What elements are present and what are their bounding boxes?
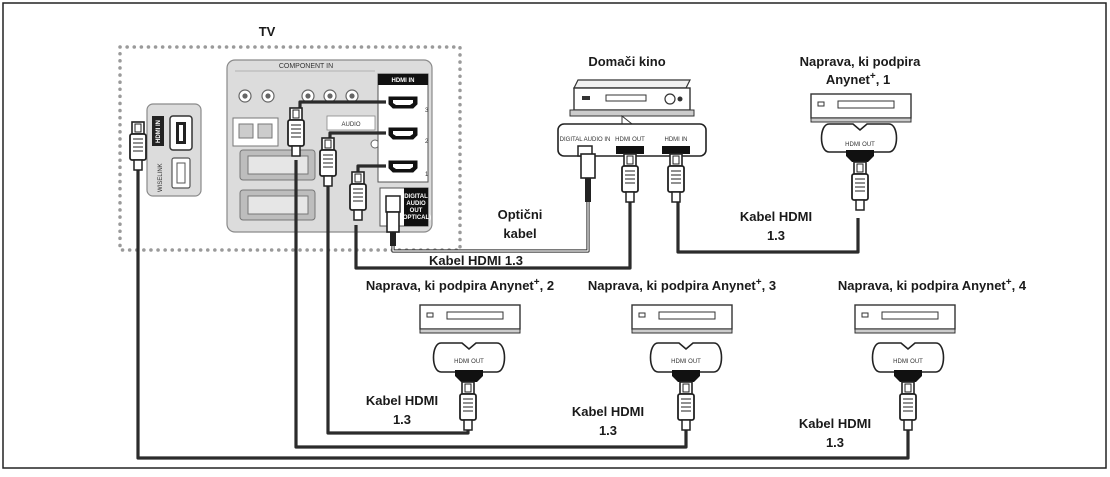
svg-text:AUDIO: AUDIO	[341, 122, 360, 128]
tv-hdmi-port-2	[388, 127, 418, 140]
hdmi-device3-cable-label-2: 1.3	[599, 423, 617, 438]
hdmi-device3-cable-label-1: Kabel HDMI	[572, 404, 644, 419]
component-jacks	[238, 89, 359, 103]
svg-text:OUT: OUT	[410, 208, 423, 214]
tv-hdmi-port-3	[388, 96, 418, 109]
hdmi-device2-cable-label-2: 1.3	[393, 412, 411, 427]
device1-title-line2: Anynet+, 1	[826, 71, 890, 87]
hdmi-device2-cable-label-1: Kabel HDMI	[366, 393, 438, 408]
device-3: Naprava, ki podpira Anynet+, 3 HDMI OUT	[588, 277, 776, 431]
component-in-label: COMPONENT IN	[279, 63, 333, 70]
tv-hdmi-port-1	[388, 160, 418, 173]
device3-title: Naprava, ki podpira Anynet+, 3	[588, 277, 776, 293]
optical-cable-label-1: Optični	[498, 207, 543, 222]
home-theater-label: Domači kino	[588, 54, 665, 69]
optical-port	[385, 195, 401, 213]
ht-hdmi-in-label: HDMI IN	[665, 137, 688, 143]
cable-hometheater-to-device1	[676, 202, 860, 254]
port-number-1: 1	[425, 172, 429, 178]
cables	[136, 100, 910, 460]
tv-plugs	[129, 107, 400, 246]
tv-hdmi-in-label: HDMI IN	[392, 78, 415, 84]
cable-hdmi3-to-device3	[294, 160, 688, 449]
digital-audio-out-label: DIGITAL	[404, 194, 428, 200]
hdmi-main-cable-label: Kabel HDMI 1.3	[429, 253, 523, 268]
device1-title-line1: Naprava, ki podpira	[800, 54, 921, 69]
hdmi-device1-cable-label-2: 1.3	[767, 228, 785, 243]
optical-cable-label-2: kabel	[503, 226, 536, 241]
device2-hdmi-out-label: HDMI OUT	[454, 359, 484, 365]
device4-hdmi-out-label: HDMI OUT	[893, 359, 923, 365]
ht-digital-audio-in-label: DIGITAL AUDIO IN	[560, 137, 611, 143]
home-theater: Domači kino DIGITAL AUDIO IN HDMI OUT HD…	[557, 54, 707, 203]
hdmi-device4-cable-label-2: 1.3	[826, 435, 844, 450]
device3-hdmi-out-label: HDMI OUT	[671, 359, 701, 365]
hdmi-device4-cable-label-1: Kabel HDMI	[799, 416, 871, 431]
port-number-2: 2	[425, 139, 429, 145]
ht-hdmi-out-label: HDMI OUT	[615, 137, 645, 143]
svg-text:(OPTICAL): (OPTICAL)	[401, 215, 431, 221]
wiselink-label: WISELINK	[158, 163, 164, 192]
tv-label: TV	[259, 24, 276, 39]
side-hdmi-in-label: HDMI IN	[156, 120, 162, 143]
device2-title: Naprava, ki podpira Anynet+, 2	[366, 277, 554, 293]
cable-labels: Optični kabel Kabel HDMI 1.3 Kabel HDMI …	[366, 207, 871, 450]
device1-hdmi-out-label: HDMI OUT	[845, 142, 875, 148]
device-2: Naprava, ki podpira Anynet+, 2 HDMI OUT	[366, 277, 554, 431]
hdmi-device1-cable-label-1: Kabel HDMI	[740, 209, 812, 224]
device-4: Naprava, ki podpira Anynet+, 4 HDMI OUT	[838, 277, 1027, 431]
tv-side-panel: HDMI IN WISELINK	[146, 103, 202, 197]
svg-text:AUDIO: AUDIO	[406, 201, 426, 207]
diagram-frame	[2, 2, 1107, 469]
cable-hdmi1-to-hometheater	[354, 202, 632, 270]
port-number-3: 3	[425, 108, 429, 114]
tv-boundary	[118, 45, 462, 252]
cable-side-to-device4	[136, 168, 910, 460]
device4-title: Naprava, ki podpira Anynet+, 4	[838, 277, 1027, 293]
device-1: Naprava, ki podpira Anynet+, 1 HDMI OUT	[800, 54, 921, 211]
